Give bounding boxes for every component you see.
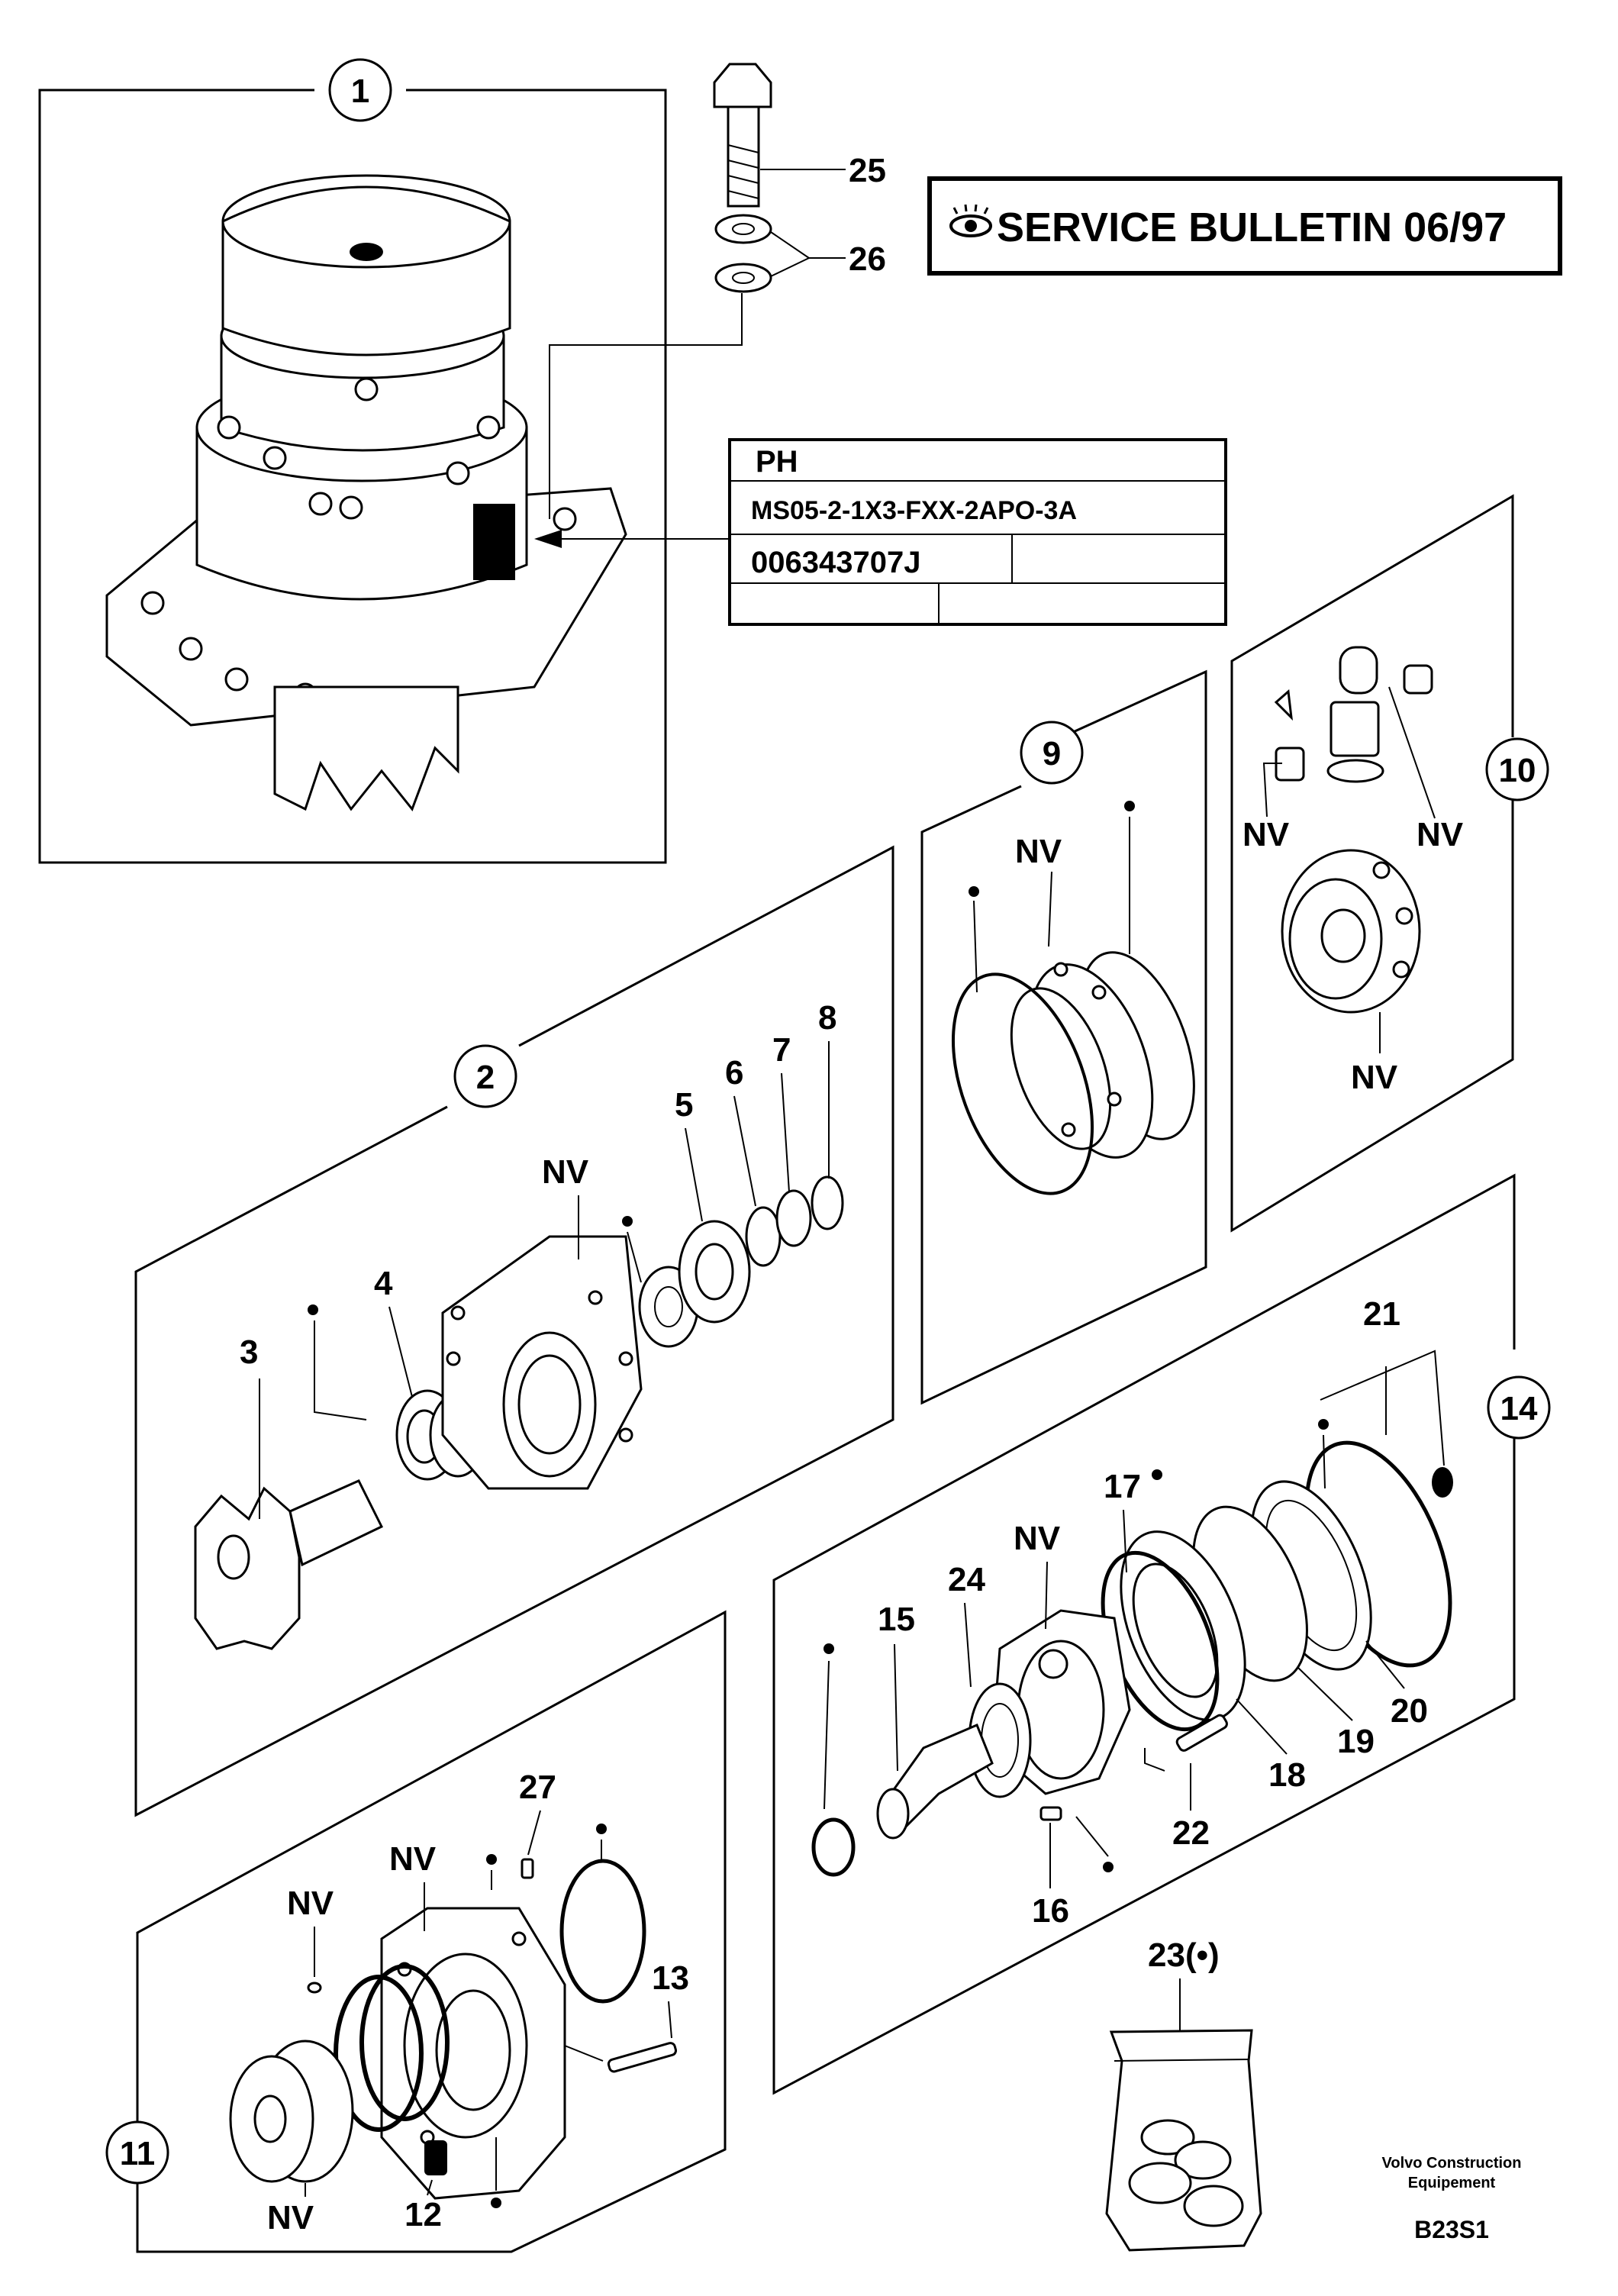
group-11: 11 NV 27 13 <box>105 1610 727 2253</box>
part-3-label: 3 <box>240 1333 258 1371</box>
plug-27 <box>521 1858 534 1879</box>
kit-bag <box>1105 2029 1262 2252</box>
pin-13 <box>607 2042 678 2073</box>
part-19-label: 19 <box>1337 1723 1375 1760</box>
group-10-number: 10 <box>1499 752 1536 789</box>
pin-22 <box>1175 1714 1228 1752</box>
piston-11 <box>229 2040 354 2183</box>
ring-15a <box>811 1817 856 1877</box>
manufacturer-line1: Volvo Construction <box>1382 2155 1522 2172</box>
group-1-number: 1 <box>351 73 369 110</box>
part-27-label: 27 <box>519 1769 556 1806</box>
part-8-label: 8 <box>818 999 836 1037</box>
group-11-number: 11 <box>120 2135 156 2172</box>
bearing-5 <box>678 1220 751 1324</box>
group-14-nv-label: NV <box>1014 1520 1061 1557</box>
part-26-label: 26 <box>849 240 886 278</box>
part-4-label: 4 <box>374 1265 393 1302</box>
group-9-nv-label: NV <box>1015 833 1062 870</box>
group-2: 2 3 4 NV <box>134 845 894 1817</box>
swing-motor-assembly <box>105 174 627 811</box>
part-24-label: 24 <box>948 1561 985 1598</box>
group-9-number: 9 <box>1043 735 1061 772</box>
ring-7 <box>775 1189 812 1247</box>
part-13-label: 13 <box>652 1959 689 1997</box>
table-row-model: MS05-2-1X3-FXX-2APO-3A <box>751 496 1077 525</box>
shim-6 <box>745 1206 782 1267</box>
part-12-label: 12 <box>404 2196 442 2233</box>
plug-16 <box>1039 1806 1062 1821</box>
group-14: 14 21 20 19 18 17 <box>772 1173 1551 2095</box>
part-22-label: 22 <box>1172 1814 1210 1852</box>
part-5-label: 5 <box>675 1086 693 1124</box>
bolt-25 <box>713 63 772 208</box>
housing-2 <box>441 1235 643 1490</box>
drawing-code: B23S1 <box>1414 2216 1489 2243</box>
circlip-8 <box>811 1175 844 1230</box>
group-9: 9 NV <box>920 669 1207 1405</box>
group-1: 1 <box>38 58 667 864</box>
table-row-ph: PH <box>756 445 798 479</box>
eye-icon <box>949 204 992 237</box>
part-25-label: 25 <box>849 152 886 189</box>
part-15-label: 15 <box>878 1601 915 1638</box>
identification-plate-table: PH MS05-2-1X3-FXX-2APO-3A 006343707J <box>534 438 1227 626</box>
manufacturer-line2: Equipement <box>1408 2175 1496 2191</box>
group-14-number: 14 <box>1500 1390 1538 1427</box>
part-23-label: 23(•) <box>1148 1936 1220 1974</box>
kit-23: 23(•) <box>1105 1936 1262 2252</box>
part-6-label: 6 <box>725 1054 743 1092</box>
piston-18 <box>1120 1530 1246 1721</box>
group-10: 10 NV NV NV <box>1230 494 1549 1233</box>
part-21-label: 21 <box>1363 1295 1400 1333</box>
washer-26b <box>714 263 772 293</box>
housing-11 <box>380 1907 566 2200</box>
piston-rings-11 <box>334 1964 450 2132</box>
valve-parts <box>1274 646 1433 783</box>
group-11-nv-left-label: NV <box>287 1885 334 1922</box>
group-2-number: 2 <box>476 1059 495 1096</box>
pinion-shaft-3 <box>194 1479 384 1650</box>
o-ring-11 <box>559 1859 646 2004</box>
part-20-label: 20 <box>1391 1692 1428 1730</box>
washer-26a <box>714 214 772 244</box>
valve-block <box>1281 849 1421 1014</box>
table-row-serial: 006343707J <box>751 546 920 579</box>
group-2-nv-label: NV <box>542 1153 589 1191</box>
footer-info: Volvo Construction Equipement B23S1 <box>1382 2155 1522 2243</box>
service-bulletin-text: SERVICE BULLETIN 06/97 <box>997 205 1507 250</box>
group-1-callout <box>328 58 392 122</box>
part-18-label: 18 <box>1268 1756 1306 1794</box>
part-17-label: 17 <box>1104 1468 1141 1505</box>
part-7-label: 7 <box>772 1031 791 1069</box>
group-10-nv-left-label: NV <box>1243 816 1290 853</box>
service-bulletin-box: SERVICE BULLETIN 06/97 <box>927 176 1562 276</box>
bolt-and-washers: 25 26 <box>549 63 886 519</box>
group-10-nv-bottom-label: NV <box>1351 1059 1398 1096</box>
group-11-nv-top-label: NV <box>389 1840 437 1878</box>
group-10-nv-right-label: NV <box>1417 816 1464 853</box>
part-16-label: 16 <box>1032 1892 1069 1930</box>
spring-12 <box>424 2140 447 2175</box>
group-11-nv-bottom-label: NV <box>267 2199 314 2236</box>
shaft-15 <box>876 1724 994 1840</box>
brake-housing <box>951 951 1195 1195</box>
